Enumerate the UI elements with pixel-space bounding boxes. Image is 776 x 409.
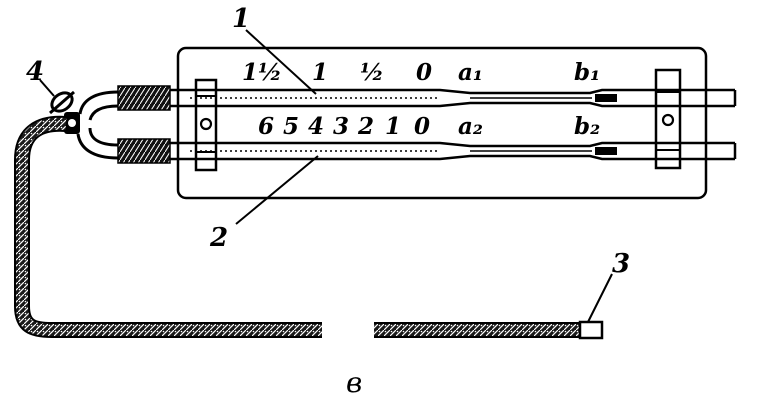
scale-bottom-label-4: 4 xyxy=(308,113,324,140)
tube-bottom xyxy=(170,141,737,161)
coupling-sleeve-top xyxy=(117,85,171,111)
right-clamp xyxy=(654,68,682,170)
coupling-sleeve-bottom xyxy=(117,138,171,164)
callout-2: 2 xyxy=(209,223,228,253)
scale-top-label-a1: a₁ xyxy=(458,59,483,86)
scale-bottom-label-3: 3 xyxy=(333,113,349,140)
leader-line-2 xyxy=(235,155,319,225)
scale-bottom-label-b2: b₂ xyxy=(574,113,600,140)
stopcock xyxy=(49,90,80,134)
scale-bottom-label-6: 6 xyxy=(258,113,274,140)
scale-bottom-label-a2: a₂ xyxy=(458,113,483,140)
scale-top-label-b1: b₁ xyxy=(574,59,600,86)
scale-top-label-half: ½ xyxy=(360,59,384,86)
right-clamp-screw xyxy=(661,113,675,127)
scale-top-label-one-and-half: 1½ xyxy=(242,59,282,86)
callout-4: 4 xyxy=(26,57,44,87)
leader-line-3 xyxy=(587,273,613,323)
leader-line-4 xyxy=(39,79,55,97)
leader-line-1 xyxy=(245,29,317,95)
scale-top-label-one: 1 xyxy=(312,59,328,86)
scale-bottom-label-2: 2 xyxy=(357,113,374,140)
scale-bottom-label-0: 0 xyxy=(414,113,430,140)
callout-1: 1 xyxy=(232,4,250,34)
callout-3: 3 xyxy=(612,249,630,279)
y-branch-connector xyxy=(76,90,119,160)
left-clamp-screw xyxy=(199,117,213,131)
left-clamp xyxy=(194,78,218,172)
scale-top-label-zero: 0 xyxy=(416,59,432,86)
mounting-board xyxy=(176,46,708,200)
hose-tip xyxy=(578,320,604,340)
figure-caption: в xyxy=(346,366,362,399)
scale-bottom-label-5: 5 xyxy=(283,113,299,140)
scale-bottom-label-1: 1 xyxy=(385,113,401,140)
tube-top xyxy=(170,88,737,108)
rubber-hose xyxy=(13,115,580,338)
